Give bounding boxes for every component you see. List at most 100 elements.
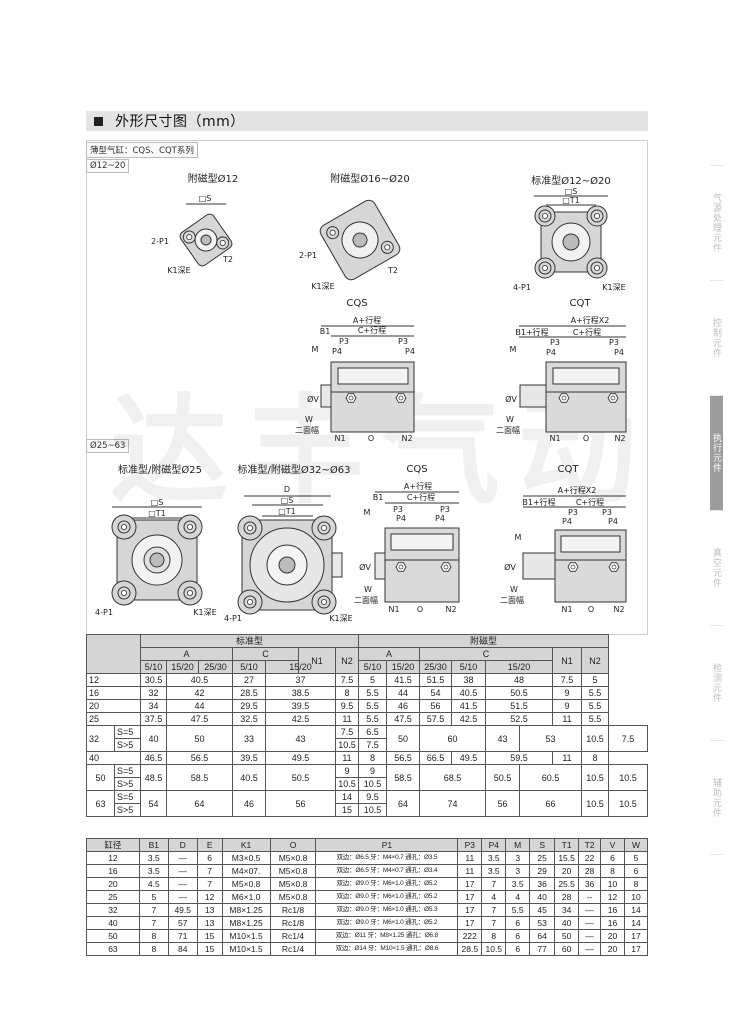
table-cell: 51.5 — [419, 673, 452, 687]
label-p4-cqs-small-b: P4 — [405, 347, 415, 356]
table-cell: 47.5 — [166, 712, 233, 726]
table1-mag-n1: N1 — [552, 647, 582, 674]
drawing-title-mag16-20: 附磁型Ø16~Ø20 — [330, 172, 410, 185]
table-cell: S>5 — [114, 777, 141, 791]
table1-body-32: 32 S=5 40 50 33 43 7.5 6.5 50 60 43 53 1… — [86, 725, 648, 752]
table-cell: 9 — [552, 686, 582, 700]
table-cell: 双边：Ø14 牙：M10×1.5 通孔：Ø8.6 — [315, 942, 459, 956]
table-cell: 25.5 — [554, 877, 580, 891]
table2-header-cell: V — [600, 838, 625, 852]
label-b1-cqs-small: B1 — [320, 327, 331, 336]
table-cell: 14 — [623, 916, 649, 930]
side-nav-item-auxiliary[interactable]: 辅助元件 — [710, 740, 723, 855]
table-cell: 3 — [505, 864, 531, 878]
table-cell: 50 — [166, 725, 233, 752]
table-cell: 37.5 — [140, 712, 167, 726]
table-cell: 40 — [140, 725, 167, 752]
side-nav-item-control[interactable]: 控制元件 — [710, 280, 723, 395]
table-cell: 77 — [529, 942, 556, 956]
table-cell: M5×0.8 — [269, 851, 317, 865]
table-cell: 8 — [600, 864, 625, 878]
table-cell: — — [578, 942, 602, 956]
side-nav-item-actuator[interactable]: 执行元件 — [710, 395, 723, 510]
table1-mag-header: 附磁型 — [358, 634, 609, 648]
label-p3-cqt-large-b: P3 — [602, 508, 612, 517]
table-cell: Rc1/4 — [269, 929, 317, 943]
table-cell: 20 — [554, 864, 580, 878]
table-cell: 16 — [86, 864, 140, 878]
table-cell: S>5 — [114, 738, 141, 752]
side-view-cqt-large — [522, 529, 627, 603]
side-nav-item-air-prep[interactable]: 气源处理元件 — [710, 165, 723, 280]
table-cell: 17 — [623, 929, 649, 943]
table-cell: 34 — [554, 903, 580, 917]
label-n1-cqs-large: N1 — [388, 605, 399, 614]
table-cell: 15 — [335, 803, 359, 817]
table-cell: M5×0.8 — [269, 890, 317, 904]
label-p4-cqt-small-b: P4 — [614, 348, 624, 357]
label-c-cqt-large: C+行程 — [576, 497, 604, 507]
table2-header-cell: B1 — [138, 838, 169, 852]
table-cell: M10×1.5 — [221, 942, 271, 956]
label-o-cqs-small: O — [368, 434, 374, 443]
side-nav-item-vacuum[interactable]: 真空元件 — [710, 510, 723, 625]
table-cell: 30.5 — [140, 673, 167, 687]
table-cell: 7 — [481, 877, 507, 891]
table-cell: 7.5 — [552, 673, 582, 687]
table-cell: 28.5 — [232, 686, 266, 700]
table2-header-cell: T1 — [554, 838, 580, 852]
table-cell: 20 — [86, 699, 141, 713]
table-cell: 10 — [623, 890, 649, 904]
table-cell: 6 — [196, 851, 223, 865]
table-cell: -- — [578, 890, 602, 904]
table-cell: 36 — [578, 877, 602, 891]
table-cell: 66.5 — [419, 751, 452, 765]
table1-std-c: C — [232, 647, 299, 661]
table-cell: 9 — [358, 764, 387, 778]
table-cell: 10.5 — [581, 764, 609, 791]
table-cell: 44 — [386, 686, 420, 700]
side-nav-item-detection[interactable]: 检测元件 — [710, 625, 723, 740]
table-cell: 57 — [167, 916, 198, 930]
table-cell: 25 — [86, 890, 140, 904]
table-cell: 44 — [166, 699, 233, 713]
table-cell: 20 — [600, 942, 625, 956]
table-cell: 32 — [86, 903, 140, 917]
table-cell: 43 — [485, 725, 520, 752]
label-d-32: D — [284, 485, 290, 494]
drawing-title-cqt-large: CQT — [558, 464, 580, 475]
table-cell: 5.5 — [505, 903, 531, 917]
table-cell: 39.5 — [265, 699, 336, 713]
table-cell: 33 — [232, 725, 266, 752]
table-cell: 8 — [481, 929, 507, 943]
table-cell: 5.5 — [581, 712, 609, 726]
table-cell: 38.5 — [265, 686, 336, 700]
table-cell: S>5 — [114, 803, 141, 817]
table-cell: 40 — [86, 751, 141, 765]
table-cell: 6 — [505, 916, 531, 930]
table-cell: 10.5 — [608, 764, 648, 791]
label-k1-32: K1深E — [329, 614, 352, 623]
table-cell: 4.5 — [138, 877, 169, 891]
table-cell: 54 — [140, 790, 167, 817]
table2-header-cell: P4 — [481, 838, 507, 852]
table-cell: M5×0.8 — [221, 877, 271, 891]
table-cell: 4 — [505, 890, 531, 904]
table2-header-cell: 缸径 — [86, 838, 140, 852]
label-4p1-32: 4-P1 — [224, 614, 242, 623]
label-a-cqs-large: A+行程 — [404, 481, 432, 491]
drawing-title-cqt-small: CQT — [570, 298, 592, 309]
table-cell: 8 — [358, 751, 387, 765]
label-k1-25: K1深E — [193, 608, 216, 617]
label-v-cqs-large: ØV — [359, 562, 371, 572]
table-cell: 5 — [581, 673, 609, 687]
table-cell: 8 — [335, 686, 359, 700]
label-t1-std: □T1 — [562, 196, 580, 205]
table2-header-cell: P1 — [315, 838, 459, 852]
table-cell: 50 — [86, 764, 115, 791]
table-cell: 29.5 — [232, 699, 266, 713]
table-cell: 10.5 — [481, 942, 507, 956]
table-cell: 74 — [419, 790, 486, 817]
table-cell: 10.5 — [335, 738, 359, 752]
